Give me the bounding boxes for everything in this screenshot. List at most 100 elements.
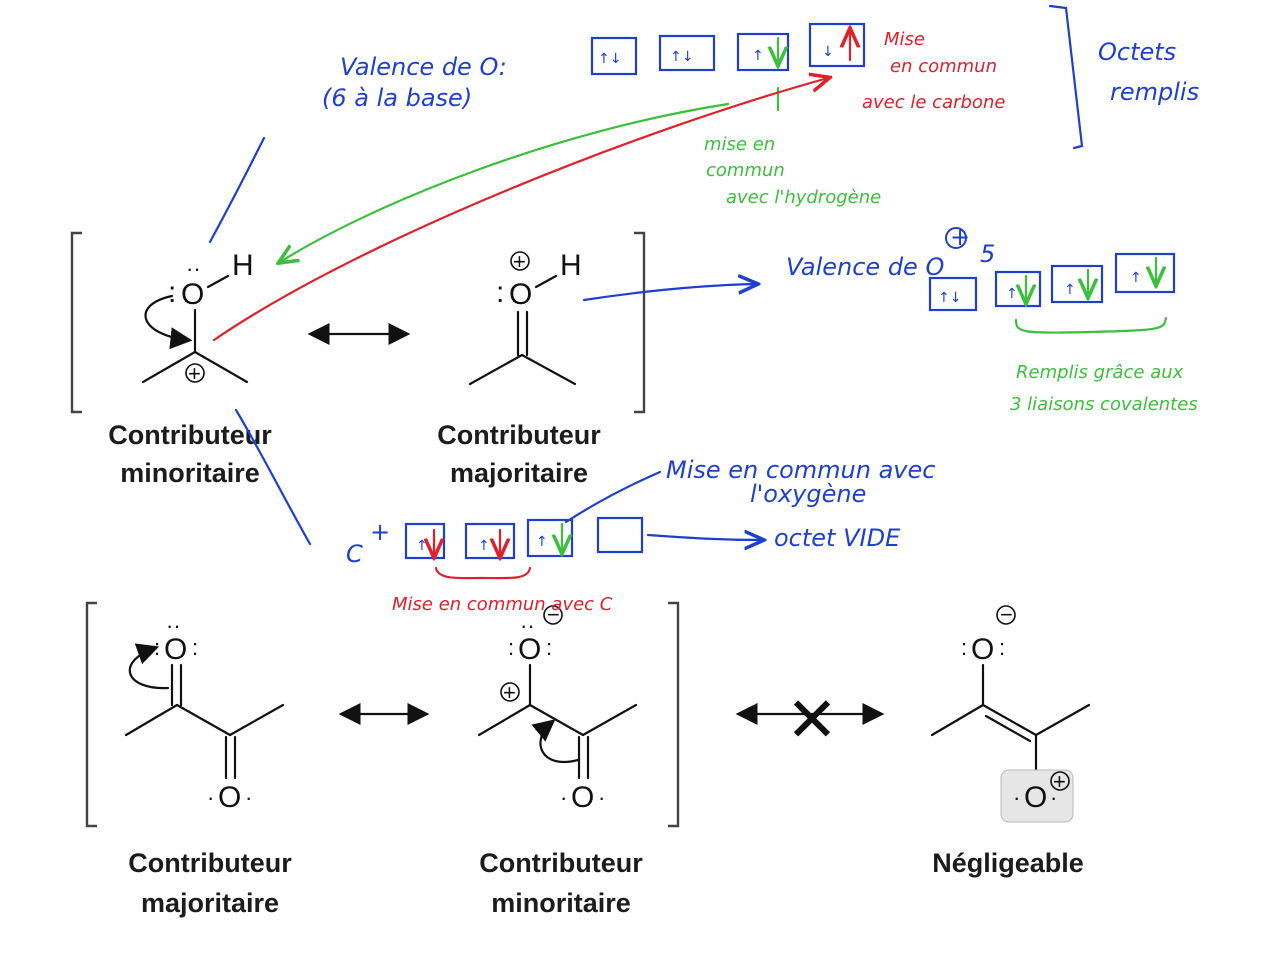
caption-bottom-mid-2: minoritaire — [491, 888, 631, 918]
plus-charge-circle — [185, 363, 205, 383]
oxygen-orbital-boxes: ↑↓ ↑↓ ↑ ↓ — [590, 22, 866, 76]
lone-pair-bot-right: · — [598, 785, 605, 810]
carbon-orbital-boxes: ↑ ↑ ↑ — [404, 516, 644, 558]
orbital-electrons: ↑↓ — [598, 51, 621, 67]
handwritten-annotations: Valence de O: (6 à la base) ↑↓ ↑↓ ↑ ↓ Mi… — [208, 4, 1199, 615]
orbital-electrons: ↑ — [1064, 282, 1076, 298]
top-right-bracket — [634, 231, 646, 414]
plus-charge: + — [513, 249, 526, 274]
orbital-electrons: ↑ — [536, 534, 548, 550]
blue-line-oxygen — [564, 470, 662, 524]
top-major-contributor: O : + H — [468, 249, 582, 386]
note-octets-2: remplis — [1110, 78, 1199, 106]
atom-oxygen-bottom: O — [571, 781, 594, 814]
bottom-major-contributor: O : : ·· O · · — [124, 613, 285, 814]
note-shared-C: Mise en commun avec C — [392, 594, 613, 615]
bottom-left-bracket — [85, 601, 97, 828]
blue-pointer-O — [208, 136, 266, 244]
red-brace — [434, 566, 532, 580]
orbital-electrons: ↑↓ — [670, 49, 693, 65]
lone-pair-top: ·· — [186, 256, 201, 281]
curved-electron-arrow — [144, 294, 193, 350]
plus-charge: + — [503, 680, 516, 705]
lone-pair-top-right: : — [192, 635, 198, 660]
note-plus: + — [950, 223, 970, 251]
bond-C-CH3-left — [141, 350, 197, 384]
curved-electron-arrow — [531, 719, 580, 763]
note-filled-2: 3 liaisons covalentes — [1010, 394, 1198, 415]
orbital-box — [928, 276, 978, 312]
orbital-electrons: ↑ — [1006, 286, 1018, 302]
orbital-electrons: ↓ — [822, 44, 834, 60]
note-shared-carbon-1: Mise — [884, 29, 925, 50]
note-shared-carbon-2: en commun — [890, 56, 997, 77]
atom-oxygen-top: O — [518, 633, 541, 666]
note-shared-hydrogen-2: commun — [706, 160, 785, 181]
orbital-electrons: ↑ — [416, 538, 428, 554]
top-resonance-group: O : ·· H + O : + H Contributeur — [70, 231, 646, 488]
plus-charge: + — [188, 361, 201, 386]
note-valence-O-1: Valence de O: — [340, 53, 507, 81]
top-minor-contributor: O : ·· H + — [141, 249, 254, 386]
minus-charge-circle — [996, 605, 1016, 625]
atom-oxygen-bottom: O — [1024, 781, 1047, 814]
note-shared-oxygen-1: Mise en commun avec — [666, 456, 935, 484]
bottom-resonance-group: O : : ·· O · · O : : ·· − + — [85, 601, 1091, 918]
lone-pair-left: : — [496, 276, 504, 309]
plus-charge-circle — [510, 251, 530, 271]
note-shared-hydrogen-3: avec l'hydrogène — [726, 187, 881, 208]
curved-electron-arrow — [128, 643, 170, 690]
bond-left — [930, 703, 985, 737]
caption-bottom-left-1: Contributeur — [128, 848, 292, 878]
plus-charge-circle — [500, 682, 520, 702]
lone-pair-bot-left: · — [560, 785, 567, 810]
orbital-box — [590, 36, 638, 76]
note-octets-1: Octets — [1098, 38, 1176, 66]
atom-oxygen: O — [509, 278, 532, 311]
caption-bottom-right: Négligeable — [932, 848, 1084, 878]
bond-left — [477, 703, 532, 737]
bond-center — [175, 703, 232, 737]
atom-oxygen-top: O — [164, 633, 187, 666]
orbital-box — [526, 518, 574, 558]
caption-bottom-mid-1: Contributeur — [479, 848, 643, 878]
caption-bottom-left-2: majoritaire — [141, 888, 279, 918]
note-carbon: C — [346, 540, 363, 568]
bond-right — [228, 703, 285, 737]
plus-charge: + — [1053, 769, 1066, 794]
note-shared-hydrogen-1: mise en — [704, 134, 775, 155]
bond-C-CH3-right — [520, 353, 577, 386]
bond-left — [124, 703, 179, 737]
lone-pair-top-left: : — [508, 635, 514, 660]
orbital-electrons: ↑ — [752, 48, 764, 64]
note-empty-octet: octet VIDE — [774, 524, 901, 552]
bond-O-H — [206, 274, 230, 289]
atom-oxygen-bottom: O — [218, 781, 241, 814]
bond-O-H — [534, 274, 558, 289]
octets-brace — [1048, 4, 1084, 150]
orbital-box — [1114, 252, 1176, 294]
negligible-structure: O : : − O · · + — [930, 602, 1091, 823]
caption-top-left-1: Contributeur — [108, 420, 272, 450]
oxygen-plus-orbital-boxes: ↑↓ ↑ ↑ ↑ — [928, 252, 1176, 312]
lone-pair-bot-right: · — [245, 785, 252, 810]
cross-icon: ✕ — [786, 683, 838, 756]
atom-oxygen: O — [181, 278, 204, 311]
blue-arrow-empty — [646, 535, 762, 540]
orbital-box-empty — [596, 516, 644, 554]
bond-right — [581, 703, 638, 737]
note-shared-oxygen-2: l'oxygène — [750, 480, 866, 508]
lone-pair-top: ·· — [166, 613, 181, 638]
lone-pair-top-left: : — [961, 635, 967, 660]
minus-charge: − — [547, 602, 560, 627]
bond-C-CH3-right — [193, 350, 249, 384]
blue-arrow-valence — [582, 284, 756, 302]
note-plus-circle — [945, 227, 967, 249]
filled-brace — [1014, 316, 1168, 334]
highlight-box — [1000, 769, 1074, 823]
note-valence-Oplus-value: 5 — [980, 240, 995, 268]
bond-center — [528, 703, 585, 737]
lone-pair-bot-right: · — [1050, 785, 1057, 810]
double-bond-a — [981, 703, 1038, 737]
